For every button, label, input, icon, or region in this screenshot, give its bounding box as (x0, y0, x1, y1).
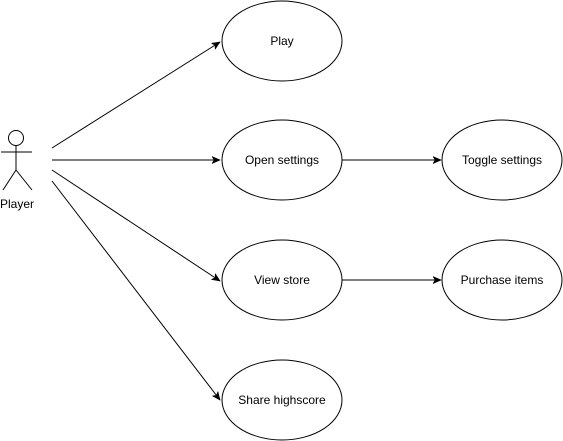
use-case-open-settings[interactable]: Open settings (221, 119, 343, 201)
actor-left-leg (2, 169, 17, 191)
use-case-label: Purchase items (461, 273, 544, 287)
actor-label: Player (0, 197, 34, 211)
use-case-ellipse (441, 239, 563, 321)
use-case-label: Open settings (245, 153, 319, 167)
use-case-share-highscore[interactable]: Share highscore (221, 359, 343, 441)
actor-right-leg (15, 169, 33, 191)
use-case-label: Share highscore (238, 393, 326, 407)
use-case-toggle-settings[interactable]: Toggle settings (441, 119, 563, 201)
use-case-label: Play (270, 34, 293, 48)
use-case-ellipse (221, 0, 343, 82)
use-case-ellipse (221, 239, 343, 321)
use-case-ellipse (221, 119, 343, 201)
use-case-ellipse (441, 119, 563, 201)
association-player-play (51, 41, 220, 149)
use-case-purchase-items[interactable]: Purchase items (441, 239, 563, 321)
association-player-view-store (51, 169, 220, 282)
use-case-ellipse (221, 359, 343, 441)
actor-head (8, 130, 24, 146)
associations (51, 41, 441, 400)
use-case-label: Toggle settings (462, 153, 542, 167)
association-player-share-highscore (51, 180, 220, 400)
use-case-label: View store (254, 273, 310, 287)
use-case-view-store[interactable]: View store (221, 239, 343, 321)
actor-player[interactable]: Player (0, 130, 34, 212)
use-case-play[interactable]: Play (221, 0, 343, 82)
